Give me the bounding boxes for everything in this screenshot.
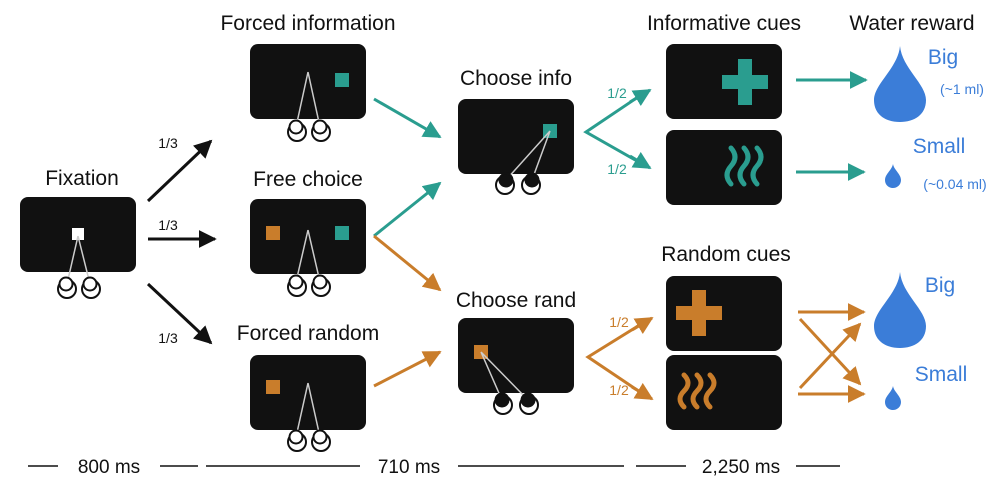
water-reward-label: Water reward bbox=[849, 12, 974, 35]
eye-icon bbox=[287, 274, 331, 297]
arrow-to-forced-info bbox=[146, 139, 213, 203]
eye-icon bbox=[57, 276, 101, 299]
rand-split-lines bbox=[585, 319, 647, 398]
reward-info-big-amount: (~1 ml) bbox=[940, 81, 984, 97]
plus-cue-icon bbox=[676, 290, 722, 336]
arrow-free-to-choose-info bbox=[373, 181, 442, 238]
forced-random-label: Forced random bbox=[237, 322, 379, 345]
prob-info-big: 1/2 bbox=[607, 85, 627, 101]
info-target bbox=[335, 226, 349, 240]
rand-small-cue-screen bbox=[666, 355, 782, 430]
eye-icon bbox=[287, 119, 331, 142]
forced-info-screen bbox=[250, 44, 366, 142]
big-water-drop-icon bbox=[874, 46, 926, 122]
arrow-rand-big-to-small bbox=[798, 317, 862, 386]
wave-cue-icon bbox=[677, 372, 717, 410]
timeline-fixation-duration: 800 ms bbox=[78, 457, 140, 478]
reward-rand-big: Big bbox=[925, 274, 955, 297]
choose-info-screen bbox=[458, 99, 574, 195]
reward-info-big: Big bbox=[928, 46, 958, 69]
arrow-forced-random-to-choose-rand bbox=[373, 350, 442, 388]
random-target bbox=[266, 226, 280, 240]
reward-info-small-amount: (~0.04 ml) bbox=[923, 176, 986, 192]
fixation-screen bbox=[20, 197, 136, 299]
informative-cues-label: Informative cues bbox=[647, 12, 801, 35]
arrow-to-rand-big-cue bbox=[631, 316, 654, 335]
free-choice-screen bbox=[250, 199, 366, 297]
small-water-drop-icon bbox=[885, 386, 901, 410]
random-cues-label: Random cues bbox=[661, 243, 791, 266]
wave-cue-icon bbox=[724, 145, 764, 187]
prob-free-choice: 1/3 bbox=[158, 217, 178, 233]
rand-big-cue-screen bbox=[666, 276, 782, 351]
reward-info-small: Small bbox=[913, 135, 966, 158]
prob-rand-big: 1/2 bbox=[609, 314, 629, 330]
random-target bbox=[266, 380, 280, 394]
prob-info-small: 1/2 bbox=[607, 161, 627, 177]
info-split-lines bbox=[583, 91, 645, 167]
choose-rand-label: Choose rand bbox=[456, 289, 576, 312]
timeline-choice-duration: 710 ms bbox=[378, 457, 440, 478]
eye-icon bbox=[493, 392, 539, 415]
arrow-to-info-big-cue bbox=[629, 88, 652, 107]
arrow-rand-small-to-big bbox=[798, 322, 862, 390]
info-big-cue-screen bbox=[666, 44, 782, 119]
choose-rand-screen bbox=[458, 318, 574, 415]
prob-rand-small: 1/2 bbox=[609, 382, 629, 398]
fixation-point bbox=[72, 228, 84, 240]
arrow-free-to-choose-rand bbox=[373, 234, 442, 292]
free-choice-label: Free choice bbox=[253, 168, 363, 191]
reward-rand-small: Small bbox=[915, 363, 968, 386]
timeline-cue-duration: 2,250 ms bbox=[702, 457, 780, 478]
fixation-label: Fixation bbox=[45, 167, 119, 190]
choose-info-label: Choose info bbox=[460, 67, 572, 90]
arrow-to-rand-small-cue bbox=[631, 382, 654, 401]
plus-cue-icon bbox=[722, 59, 768, 105]
forced-random-screen bbox=[250, 355, 366, 452]
forced-info-label: Forced information bbox=[220, 12, 395, 35]
big-water-drop-icon bbox=[874, 272, 926, 348]
prob-forced-random: 1/3 bbox=[158, 330, 178, 346]
arrow-to-info-small-cue bbox=[629, 151, 652, 170]
prob-forced-info: 1/3 bbox=[158, 135, 178, 151]
info-target bbox=[335, 73, 349, 87]
small-water-drop-icon bbox=[885, 164, 901, 188]
eye-icon bbox=[495, 172, 541, 195]
arrow-to-forced-random bbox=[146, 282, 213, 345]
eye-icon bbox=[287, 429, 331, 452]
info-small-cue-screen bbox=[666, 130, 782, 205]
arrow-forced-info-to-choose-info bbox=[373, 97, 442, 139]
